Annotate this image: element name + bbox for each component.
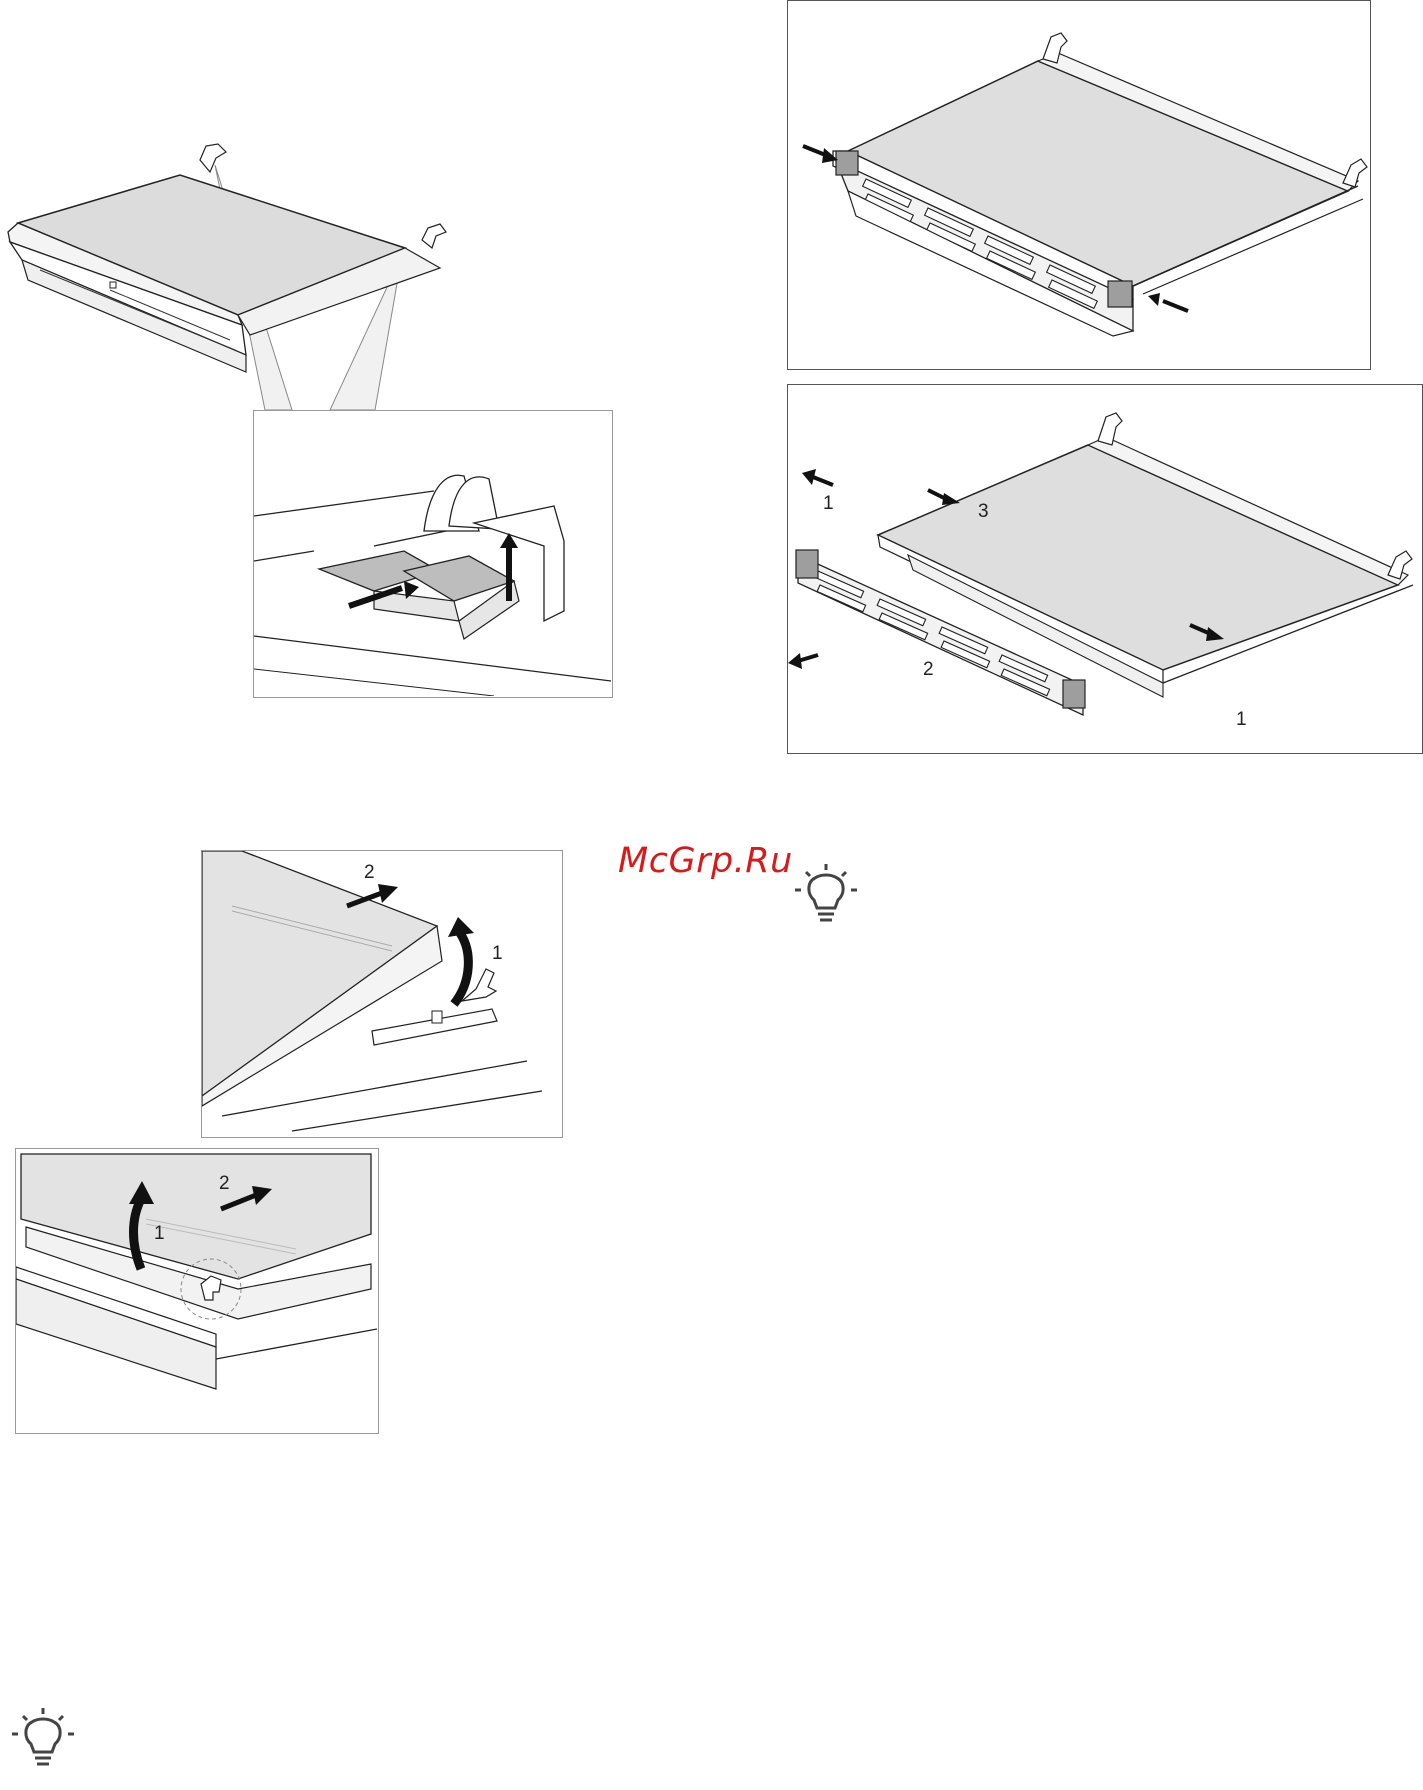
step-label-1a: 1 [823, 493, 834, 514]
remove-trim-drawing: 1 3 2 1 [788, 385, 1421, 752]
step-label-2: 2 [219, 1173, 230, 1194]
step-label-1b: 1 [1236, 709, 1247, 730]
hinge-detail-inset [253, 410, 613, 698]
step-label-1: 1 [492, 943, 503, 964]
lift-glass-upper-drawing: 2 1 [202, 851, 561, 1136]
watermark-text: McGrp.Ru [618, 841, 793, 881]
figure-shelf-push-ends [787, 0, 1371, 370]
shelf-push-drawing [788, 1, 1369, 368]
lightbulb-tip-icon [10, 1708, 76, 1776]
step-label-1: 1 [154, 1223, 165, 1244]
step-label-2: 2 [923, 659, 934, 680]
step-label-3: 3 [978, 501, 989, 522]
step-label-2: 2 [364, 862, 375, 883]
hinge-detail-drawing [254, 411, 611, 696]
figure-lift-glass-upper: 2 1 [201, 850, 563, 1138]
lightbulb-tip-icon [793, 864, 859, 932]
lift-glass-lower-drawing: 2 1 [16, 1149, 377, 1432]
figure-remove-trim: 1 3 2 1 [787, 384, 1423, 754]
figure-lift-glass-lower: 2 1 [15, 1148, 379, 1434]
